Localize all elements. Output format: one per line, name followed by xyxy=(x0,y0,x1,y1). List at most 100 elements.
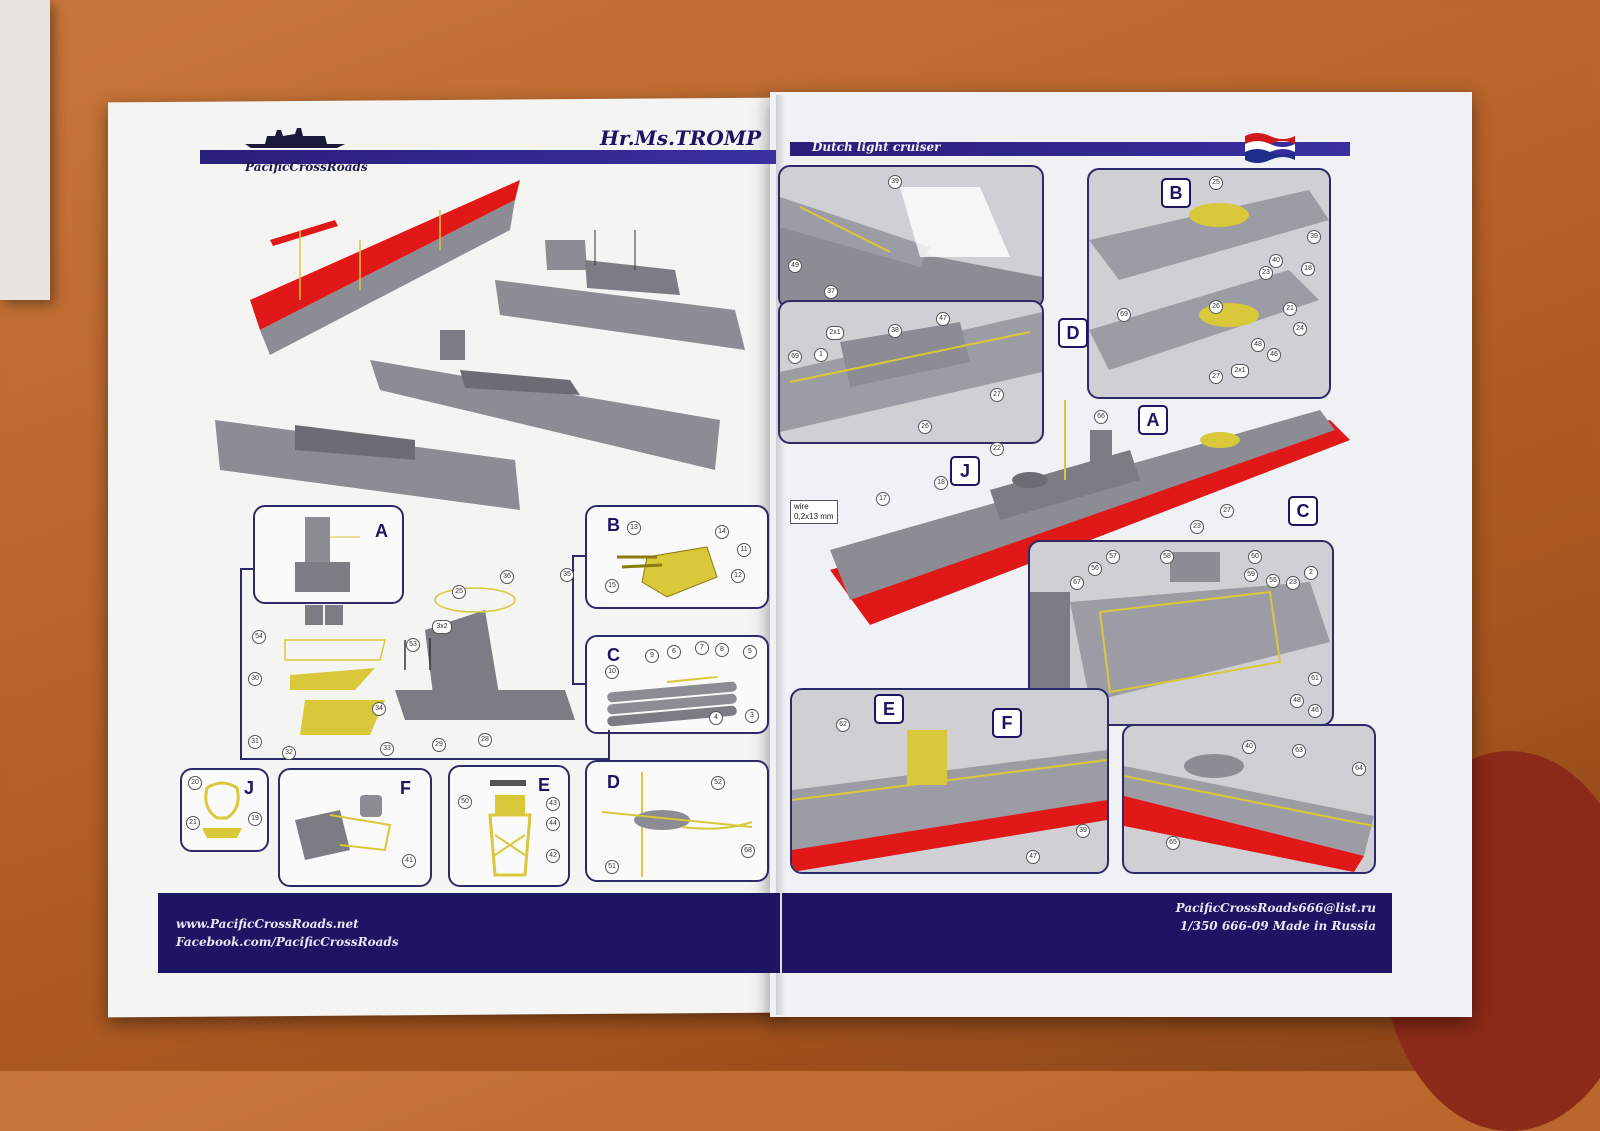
part-number: 47 xyxy=(1026,850,1040,864)
part-number: 13 xyxy=(627,521,641,535)
part-number: 47 xyxy=(936,312,950,326)
part-number: 5 xyxy=(743,645,757,659)
photo-panel-ef: E F 62 39 47 xyxy=(790,688,1109,874)
facebook-link: Facebook.com/PacificCrossRoads xyxy=(176,935,399,949)
contact-email: PacificCrossRoads666@list.ru xyxy=(1176,901,1376,915)
part-number: 65 xyxy=(1166,836,1180,850)
part-number: 19 xyxy=(248,812,262,826)
searchlight-j xyxy=(197,778,247,843)
model-photo-bow-deck xyxy=(1089,170,1329,397)
part-number: 36 xyxy=(500,570,514,584)
part-number: 23 xyxy=(1286,576,1300,590)
part-number: 69 xyxy=(788,350,802,364)
part-number: 57 xyxy=(1106,550,1120,564)
part-number: 41 xyxy=(402,854,416,868)
part-number: 55 xyxy=(1266,574,1280,588)
panel-a-label: A xyxy=(375,521,388,542)
dutch-flag-icon xyxy=(1245,130,1295,166)
part-number: 12 xyxy=(731,569,745,583)
mast-d xyxy=(602,772,762,877)
label-d: D xyxy=(1058,318,1088,348)
part-number: 39 xyxy=(1076,824,1090,838)
part-number: 35 xyxy=(560,568,574,582)
part-number: 50 xyxy=(458,795,472,809)
part-number: 4 xyxy=(709,711,723,725)
scale-and-origin: 1/350 666-09 Made in Russia xyxy=(1180,919,1376,933)
part-number: 27 xyxy=(1209,370,1223,384)
photo-panel-top-left: 39 49 37 xyxy=(778,165,1044,309)
part-number: 56 xyxy=(1088,562,1102,576)
part-number: 18 xyxy=(1301,262,1315,276)
part-number: 68 xyxy=(741,844,755,858)
part-number: 48 xyxy=(1251,338,1265,352)
part-number: 30 xyxy=(248,672,262,686)
part-number: 20 xyxy=(188,776,202,790)
part-number: 62 xyxy=(836,718,850,732)
torpedo-tubes xyxy=(597,657,757,727)
part-number: 34 xyxy=(372,702,386,716)
part-number: 2x1 xyxy=(1231,364,1249,378)
photo-panel-top-right: B 25 40 39 18 23 26 69 21 24 46 48 27 2x… xyxy=(1087,168,1331,399)
part-number: 2x1 xyxy=(826,326,844,340)
part-number: 21 xyxy=(186,816,200,830)
part-number: 3x2 xyxy=(432,620,452,634)
part-number: 43 xyxy=(546,797,560,811)
connector-line xyxy=(572,555,587,557)
part-number: 1 xyxy=(814,348,828,362)
photo-panel-bow: 40 63 64 65 xyxy=(1122,724,1376,874)
part-number: 64 xyxy=(1352,762,1366,776)
ship-title: Hr.Ms.TROMP xyxy=(600,126,761,150)
part-number: 53 xyxy=(406,638,420,652)
part-number: 3 xyxy=(745,709,759,723)
part-number: 11 xyxy=(737,543,751,557)
part-number: 49 xyxy=(788,259,802,273)
part-number: 33 xyxy=(380,742,394,756)
part-number: 23 xyxy=(1190,520,1204,534)
part-number: 42 xyxy=(546,849,560,863)
part-number: 10 xyxy=(605,665,619,679)
part-number: 7 xyxy=(695,641,709,655)
connector-line xyxy=(240,568,242,760)
hull-deck-view-3 xyxy=(215,400,525,510)
panel-f: F 41 xyxy=(278,768,432,887)
part-number: 23 xyxy=(1259,266,1273,280)
part-number: 40 xyxy=(1269,254,1283,268)
gun-mount-b xyxy=(607,527,727,602)
part-number: 14 xyxy=(715,525,729,539)
director-tower-e xyxy=(480,775,540,885)
part-number: 66 xyxy=(1094,410,1108,424)
exploded-superstructure-a xyxy=(245,560,585,760)
part-number: 26 xyxy=(1209,300,1223,314)
part-number: 8 xyxy=(715,643,729,657)
panel-c: C 9 6 7 8 5 10 4 3 xyxy=(585,635,769,734)
part-number: 21 xyxy=(1283,302,1297,316)
part-number: 40 xyxy=(1242,740,1256,754)
part-number: 9 xyxy=(645,649,659,663)
model-photo-aft xyxy=(780,167,1042,307)
part-number: 58 xyxy=(1160,550,1174,564)
part-number: 17 xyxy=(876,492,890,506)
part-number: 38 xyxy=(888,324,902,338)
part-number: 69 xyxy=(1117,308,1131,322)
ship-silhouette-logo-icon xyxy=(245,126,345,148)
bridge-part-f xyxy=(290,790,410,870)
connector-line xyxy=(608,730,610,760)
part-number: 60 xyxy=(1248,550,1262,564)
ship-subtitle: Dutch light cruiser xyxy=(812,140,940,154)
cardboard-box xyxy=(0,0,50,300)
panel-d: D 52 51 68 xyxy=(585,760,769,882)
part-number: 24 xyxy=(1293,322,1307,336)
part-number: 59 xyxy=(1244,568,1258,582)
part-number: 31 xyxy=(248,735,262,749)
website-link: www.PacificCrossRoads.net xyxy=(176,917,359,931)
part-number: 6 xyxy=(667,645,681,659)
part-number: 46 xyxy=(1267,348,1281,362)
part-number: 25 xyxy=(1209,176,1223,190)
footer-right: PacificCrossRoads666@list.ru 1/350 666-0… xyxy=(782,893,1392,973)
part-number: 67 xyxy=(1070,576,1084,590)
part-number: 39 xyxy=(1307,230,1321,244)
part-number: 54 xyxy=(252,630,266,644)
panel-e: E 43 44 42 50 xyxy=(448,765,570,887)
panel-b: B 13 14 11 15 12 xyxy=(585,505,769,609)
part-number: 15 xyxy=(605,579,619,593)
